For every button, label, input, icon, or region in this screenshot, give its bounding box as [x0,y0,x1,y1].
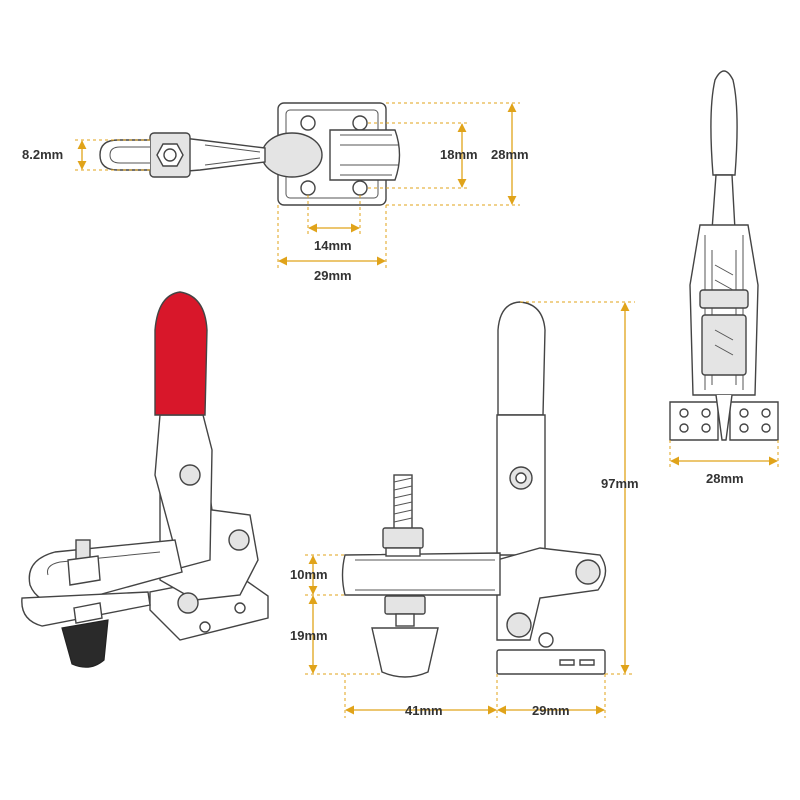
dim-label-28mm-front: 28mm [706,471,744,486]
dim-label-29mm-side: 29mm [532,703,570,718]
perspective-view-drawing [21,291,269,668]
dim-label-97mm: 97mm [601,476,639,491]
rubber-cap [61,619,109,668]
dim-label-14mm: 14mm [314,238,352,253]
side-view-dimensions: 97mm 10mm 19mm 41mm 29mm [290,301,639,718]
top-view-dimensions: 8.2mm 18mm 28mm 14mm 29mm [22,102,529,283]
front-view-drawing [669,70,779,441]
dim-label-18mm: 18mm [440,147,478,162]
top-view-drawing [99,102,401,206]
dim-label-10mm: 10mm [290,567,328,582]
dim-label-19mm: 19mm [290,628,328,643]
dim-label-28mm-top: 28mm [491,147,529,162]
dim-label-29mm-top: 29mm [314,268,352,283]
dim-label-8-2mm: 8.2mm [22,147,63,162]
side-view-drawing [341,301,607,678]
dim-label-41mm: 41mm [405,703,443,718]
red-handle-grip [154,291,208,416]
front-view-dimensions: 28mm [669,440,779,486]
